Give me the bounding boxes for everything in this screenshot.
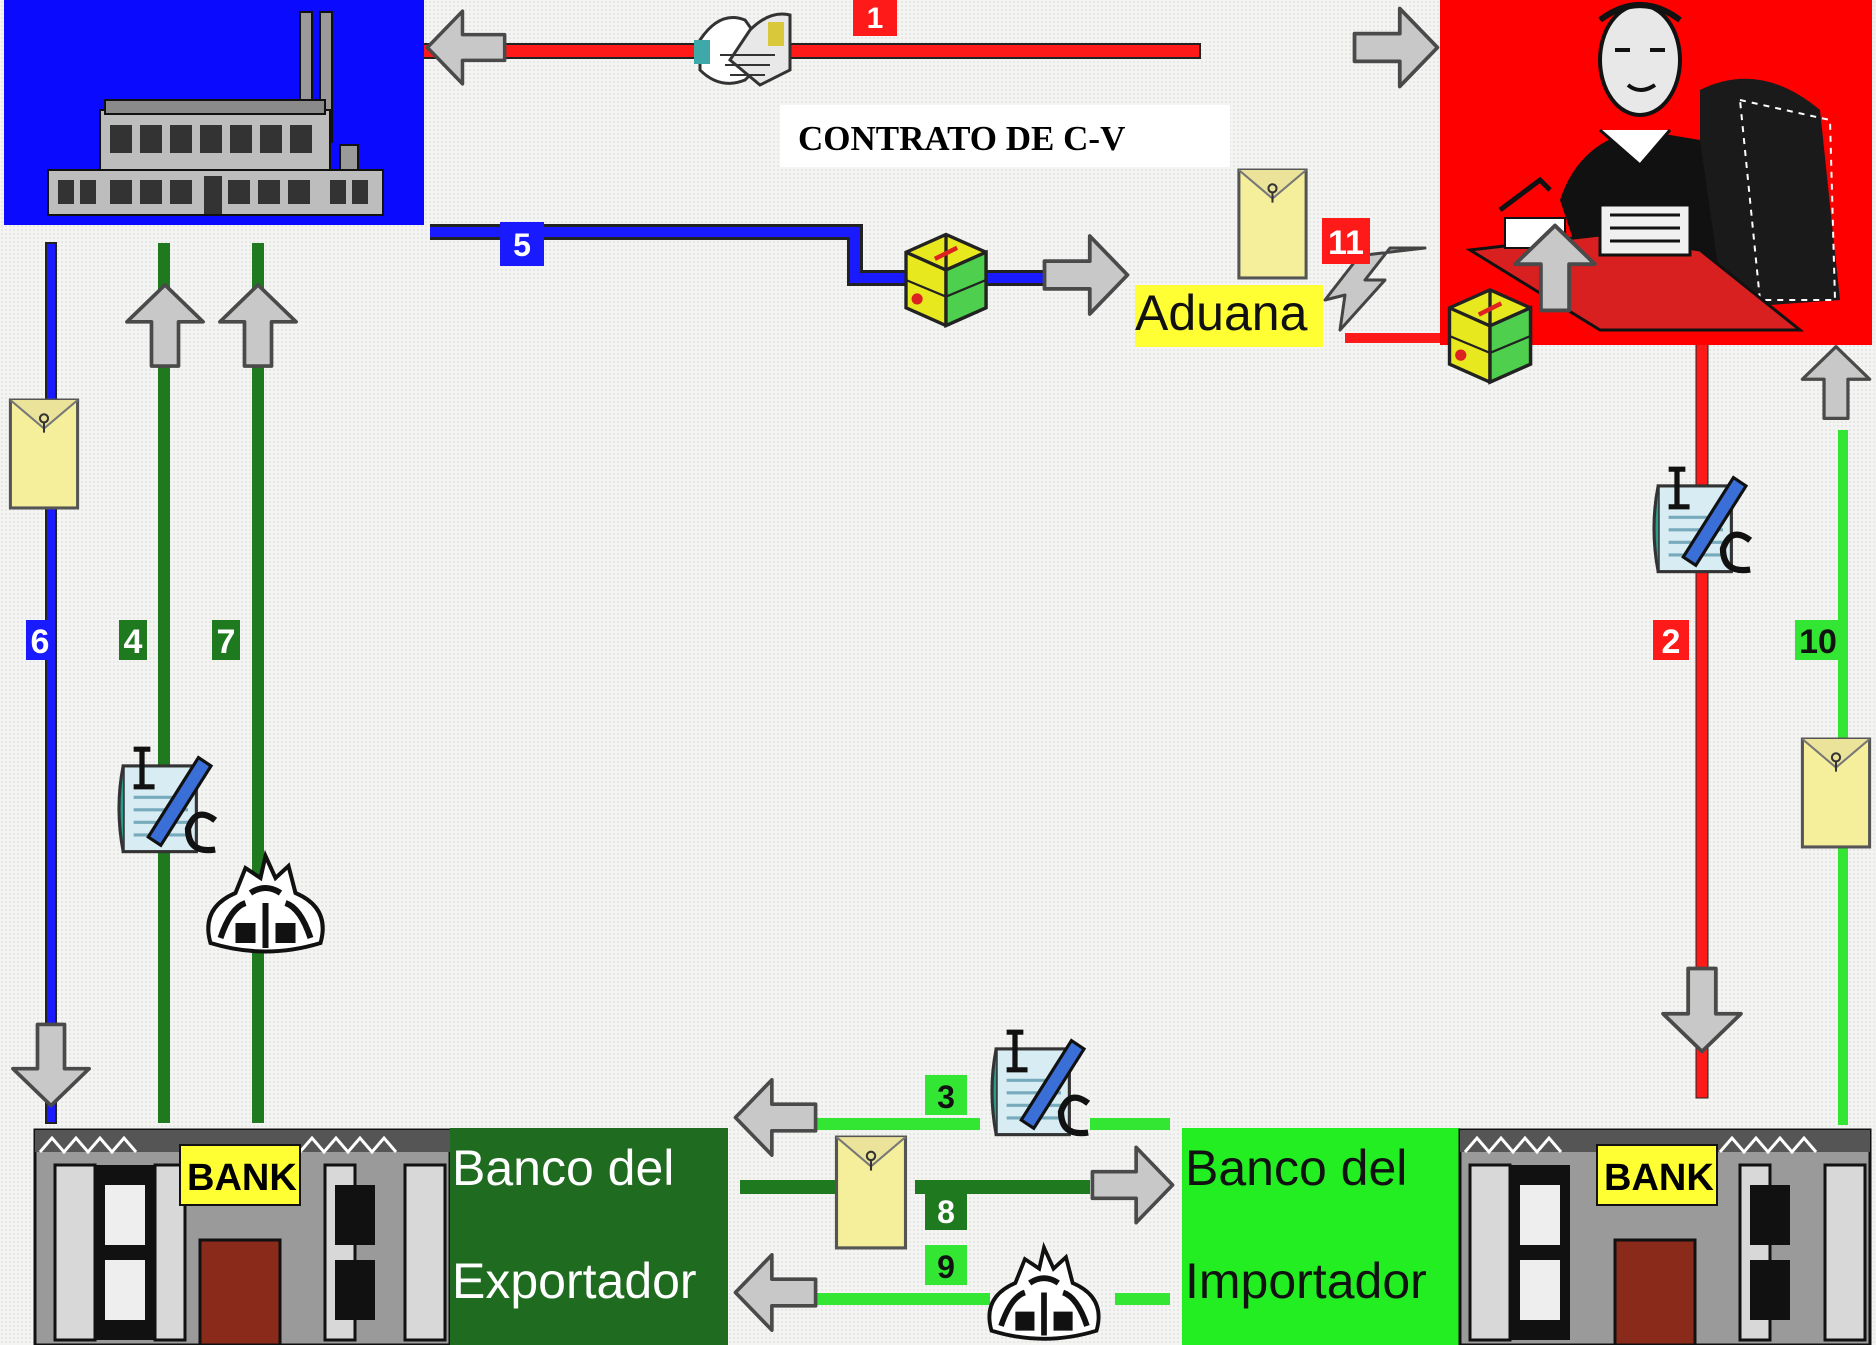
package-icon bbox=[906, 234, 986, 325]
step-badge-10: 10 bbox=[1795, 620, 1841, 661]
step-10-arrow bbox=[1802, 347, 1869, 419]
envelope-icon bbox=[834, 1135, 908, 1250]
money-bag-icon bbox=[989, 1248, 1098, 1339]
step-badge-11: 11 bbox=[1322, 218, 1370, 264]
bank-sign: BANK bbox=[187, 1157, 297, 1199]
step-badge-4: 4 bbox=[119, 620, 147, 661]
bank-label-line2: Exportador bbox=[452, 1253, 697, 1309]
step-7-arrow bbox=[220, 285, 296, 366]
bank-building-icon bbox=[33, 1128, 452, 1345]
customs-box: Aduana bbox=[1135, 285, 1323, 347]
money-bag-icon bbox=[208, 856, 322, 952]
letter-of-credit-icon bbox=[1654, 469, 1750, 571]
bank-building-icon bbox=[1458, 1128, 1872, 1345]
envelope-icon bbox=[8, 398, 80, 510]
bank-sign: BANK bbox=[1604, 1157, 1714, 1199]
customs-label: Aduana bbox=[1135, 285, 1308, 341]
step-badge-8: 8 bbox=[925, 1190, 967, 1230]
letter-of-credit-icon bbox=[992, 1032, 1088, 1134]
step-9-arrow bbox=[735, 1255, 815, 1330]
step-badge-3: 3 bbox=[925, 1075, 967, 1115]
svg-text:4: 4 bbox=[124, 623, 143, 661]
step-5-arrow bbox=[1045, 236, 1128, 314]
svg-text:11: 11 bbox=[1328, 224, 1364, 262]
bank-label-line1: Banco del bbox=[1185, 1140, 1407, 1196]
letter-of-credit-icon bbox=[119, 749, 215, 851]
importer-bank: Banco del Importador BANK bbox=[1182, 1128, 1872, 1345]
svg-text:7: 7 bbox=[217, 623, 236, 661]
envelope-icon bbox=[1237, 168, 1308, 280]
bank-label-line2: Importador bbox=[1185, 1253, 1427, 1309]
svg-text:5: 5 bbox=[513, 227, 531, 263]
svg-text:6: 6 bbox=[31, 623, 50, 661]
step-1-arrow-right bbox=[1355, 9, 1438, 87]
step-2-arrow bbox=[1663, 969, 1741, 1052]
importer-panel bbox=[1440, 0, 1872, 345]
envelope-icon bbox=[1800, 737, 1872, 849]
step-4-arrow bbox=[127, 285, 203, 366]
exporter-bank: BANK Banco del Exportador bbox=[33, 1128, 728, 1345]
step-6-arrow bbox=[13, 1024, 89, 1105]
factory-icon bbox=[47, 11, 384, 216]
step-badge-2: 2 bbox=[1653, 620, 1689, 661]
exporter-panel bbox=[4, 0, 424, 225]
svg-text:1: 1 bbox=[867, 2, 884, 35]
step-1-arrow-left bbox=[427, 11, 504, 84]
step-3-arrow bbox=[735, 1080, 815, 1155]
step-badge-5: 5 bbox=[500, 222, 544, 266]
svg-text:3: 3 bbox=[937, 1079, 955, 1115]
bank-label-line1: Banco del bbox=[452, 1140, 674, 1196]
package-icon bbox=[1450, 290, 1531, 382]
step-badge-1: 1 bbox=[853, 0, 897, 36]
svg-text:2: 2 bbox=[1662, 623, 1681, 661]
diagram-title: CONTRATO DE C-V bbox=[798, 119, 1125, 158]
svg-text:8: 8 bbox=[937, 1194, 955, 1230]
step-badges: 1 5 11 6 4 7 2 10 bbox=[26, 0, 1841, 1285]
step-8-arrow bbox=[1092, 1147, 1172, 1222]
svg-text:9: 9 bbox=[937, 1249, 955, 1285]
step-badge-7: 7 bbox=[212, 620, 240, 661]
step-badge-9: 9 bbox=[925, 1245, 967, 1285]
svg-text:10: 10 bbox=[1799, 623, 1837, 661]
step-badge-6: 6 bbox=[26, 620, 54, 661]
handshake-icon bbox=[694, 12, 792, 87]
